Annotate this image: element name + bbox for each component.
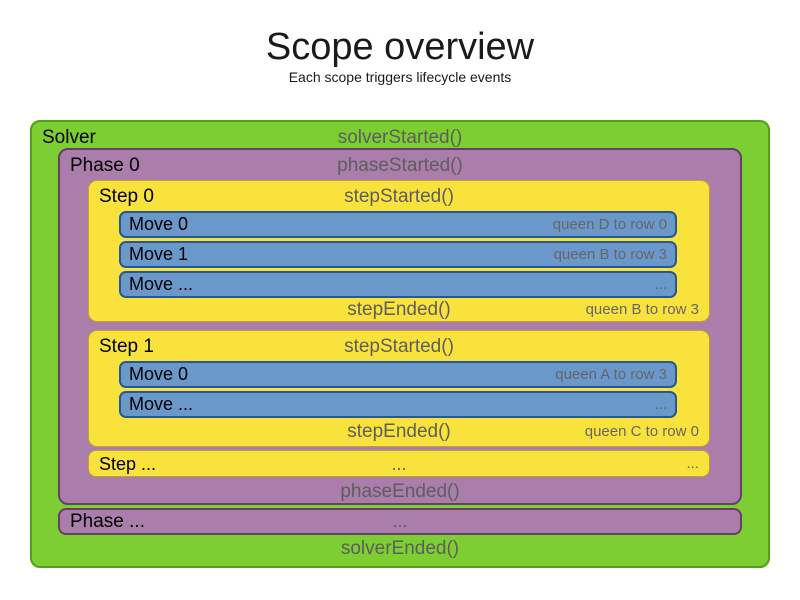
move-detail: queen A to row 3 (555, 366, 667, 383)
step-1-ended-row: stepEnded() queen C to row 0 (89, 421, 709, 443)
move-label: Move 0 (129, 214, 189, 234)
page-subtitle: Each scope triggers lifecycle events (288, 69, 512, 85)
phase-0-header: Phase 0 phaseStarted() (60, 153, 740, 179)
phase-more-label: Phase ... (70, 511, 145, 532)
solver-started-event: solverStarted() (337, 127, 463, 148)
step-0-move-1: Move 1 queen B to row 3 (119, 241, 677, 268)
step-0-box: Step 0 stepStarted() Move 0 queen D to r… (88, 180, 710, 322)
step-0-ended-detail: queen B to row 3 (585, 301, 699, 318)
phase-0-box: Phase 0 phaseStarted() Step 0 stepStarte… (58, 148, 742, 505)
phase-0-ended-event: phaseEnded() (340, 481, 460, 502)
step-more-center-ellipsis: ... (391, 454, 407, 474)
step-0-move-more: Move ... ... (119, 271, 677, 298)
step-0-label: Step 0 (99, 186, 154, 207)
step-1-box: Step 1 stepStarted() Move 0 queen A to r… (88, 330, 710, 447)
move-label: Move 0 (129, 364, 189, 384)
step-1-move-more: Move ... ... (119, 391, 677, 418)
step-more-right-ellipsis: ... (686, 455, 699, 472)
phase-more-row: Phase ... ... (60, 510, 740, 533)
move-detail: queen D to row 0 (552, 216, 667, 233)
step-1-header: Step 1 stepStarted() (89, 334, 709, 360)
step-more-label: Step ... (99, 454, 157, 474)
step-more-row: Step ... ... ... (89, 451, 709, 477)
page-title: Scope overview (265, 26, 535, 68)
phase-more-strip: Phase ... ... (58, 508, 742, 535)
step-0-header: Step 0 stepStarted() (89, 184, 709, 210)
step-0-move-0: Move 0 queen D to row 0 (119, 211, 677, 238)
step-1-started-event: stepStarted() (344, 336, 454, 357)
solver-header: Solver solverStarted() (32, 125, 768, 151)
step-1-move-0: Move 0 queen A to row 3 (119, 361, 677, 388)
solver-ended-event: solverEnded() (340, 538, 460, 559)
move-label: Move ... (129, 394, 194, 414)
step-1-ended-detail: queen C to row 0 (584, 423, 699, 440)
step-0-ended-row: stepEnded() queen B to row 3 (89, 299, 709, 321)
move-detail: ... (654, 396, 667, 413)
move-detail: ... (654, 276, 667, 293)
step-more-strip: Step ... ... ... (88, 450, 710, 477)
phase-0-started-event: phaseStarted() (337, 155, 463, 176)
step-1-ended-event: stepEnded() (347, 421, 451, 442)
step-0-started-event: stepStarted() (344, 186, 454, 207)
solver-box: Solver solverStarted() Phase 0 phaseStar… (30, 120, 770, 568)
solver-label: Solver (42, 127, 96, 148)
move-detail: queen B to row 3 (553, 246, 667, 263)
move-label: Move ... (129, 274, 194, 294)
step-1-label: Step 1 (99, 336, 154, 357)
move-label: Move 1 (129, 244, 189, 264)
phase-0-label: Phase 0 (70, 155, 140, 176)
step-0-ended-event: stepEnded() (347, 299, 451, 320)
phase-more-center-ellipsis: ... (392, 511, 408, 531)
